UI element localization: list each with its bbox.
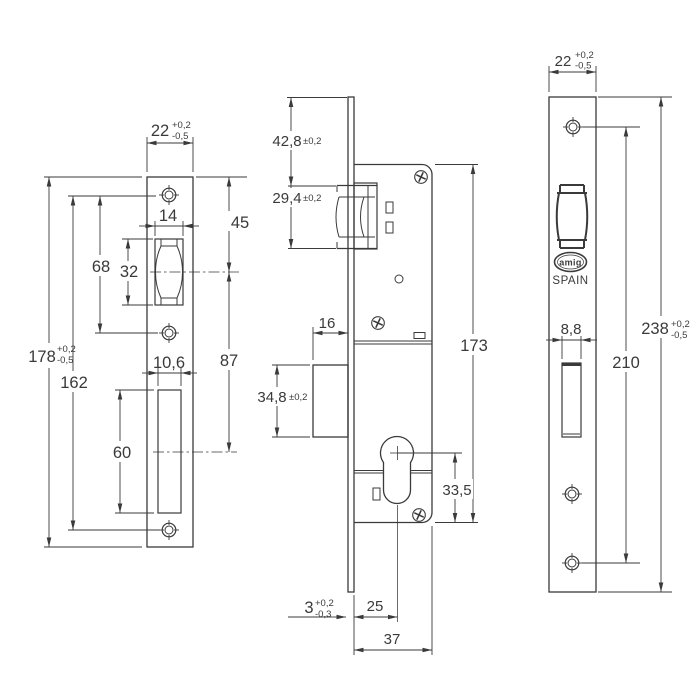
dim-tol-plus: +0,2 bbox=[172, 120, 191, 131]
lock-body-side-view: 42,8 ±0,2 29,4 ±0,2 16 173 34,8 bbox=[250, 96, 489, 655]
euro-cylinder bbox=[379, 435, 415, 505]
dim-label: 29,4 bbox=[272, 190, 301, 207]
dim-faceplate-height: 238 +0,2 -0,5 bbox=[598, 96, 695, 593]
dim-label: 14 bbox=[159, 207, 177, 225]
dim-label: 45 bbox=[231, 214, 249, 232]
dim-label: 68 bbox=[92, 258, 110, 276]
brand-logo: amig bbox=[553, 251, 588, 273]
dim-label: 173 bbox=[460, 337, 488, 355]
dim-label: 238 bbox=[641, 320, 669, 338]
slot-upper bbox=[385, 201, 394, 214]
dim-faceplate-width: 22 +0,2 -0,5 bbox=[548, 50, 597, 92]
body-screw-middle bbox=[370, 315, 386, 331]
deadbolt-opening bbox=[153, 389, 237, 514]
slot-lower bbox=[385, 221, 394, 234]
latch-bolt-front bbox=[555, 184, 589, 249]
dim-tol-plus: +0,2 bbox=[315, 598, 334, 609]
dim-label: 33,5 bbox=[442, 482, 471, 499]
body-divider-lower bbox=[354, 470, 432, 474]
dim-backset: 25 bbox=[353, 505, 398, 655]
origin-text: SPAIN bbox=[552, 275, 588, 287]
dim-label: 178 bbox=[28, 348, 56, 366]
dim-tol-minus: -0,3 bbox=[315, 609, 331, 620]
screw-hole-top bbox=[158, 184, 180, 206]
dim-faceplate-thickness: 3 +0,2 -0,3 bbox=[288, 598, 346, 620]
dim-deadbolt-slot-width: 8,8 bbox=[546, 321, 597, 359]
latch-bolt-side bbox=[335, 182, 378, 250]
dim-label: 16 bbox=[319, 315, 336, 332]
dim-tol-minus: -0,5 bbox=[172, 131, 188, 142]
dim-label: 22 bbox=[555, 53, 572, 70]
dim-top-to-latch-center: 45 bbox=[196, 176, 254, 272]
dim-faceplate-screw-spacing: 210 bbox=[582, 126, 642, 564]
dim-label: 162 bbox=[60, 374, 88, 392]
dim-tol: ±0,2 bbox=[289, 392, 307, 403]
dim-top-to-latch: 42,8 ±0,2 bbox=[266, 97, 347, 187]
faceplate-screw-bottom bbox=[561, 552, 583, 574]
faceplate-screw-lower bbox=[561, 483, 583, 505]
screw-hole-bottom bbox=[158, 519, 180, 541]
dim-label: 32 bbox=[120, 263, 138, 281]
body-screw-bottom bbox=[411, 507, 427, 523]
dim-tol-minus: -0,5 bbox=[575, 61, 591, 72]
dim-plate-height: 178 +0,2 -0,5 bbox=[26, 176, 142, 548]
dim-tol-minus: -0,5 bbox=[57, 355, 73, 366]
body-screw-top bbox=[413, 169, 429, 185]
dim-label: 210 bbox=[612, 354, 640, 372]
dim-plate-width: 22 +0,2 -0,5 bbox=[146, 120, 194, 172]
dim-label: 42,8 bbox=[272, 133, 301, 150]
dim-upper-screw-spacing: 68 bbox=[68, 195, 158, 334]
dim-tol-plus: +0,2 bbox=[57, 344, 76, 355]
dim-latch-opening-height: 32 bbox=[116, 238, 153, 306]
dim-label: 87 bbox=[220, 352, 238, 370]
dim-screw-spacing: 162 bbox=[58, 196, 160, 531]
cylinder-fix-slot bbox=[372, 487, 381, 501]
dim-deadbolt-throw: 16 bbox=[312, 315, 348, 360]
dim-body-height: 173 bbox=[435, 164, 489, 523]
deadbolt-side bbox=[312, 364, 349, 438]
dim-label: 22 bbox=[151, 122, 169, 140]
deadbolt-slot bbox=[561, 362, 582, 438]
dim-body-depth: 37 bbox=[354, 526, 433, 655]
dim-label: 34,8 bbox=[257, 389, 286, 406]
dim-label: 60 bbox=[113, 444, 131, 462]
dim-tol-minus: -0,5 bbox=[671, 330, 687, 341]
spindle-hole bbox=[394, 274, 404, 284]
dim-tol: ±0,2 bbox=[303, 193, 321, 204]
faceplate-screw-top bbox=[562, 116, 584, 138]
dim-deadbolt-opening-width: 10,6 bbox=[142, 354, 197, 386]
dim-label: 8,8 bbox=[561, 321, 582, 338]
screw-hole-middle bbox=[158, 322, 180, 344]
strike-plate-outline bbox=[146, 176, 194, 548]
dim-label: 37 bbox=[384, 631, 401, 648]
dim-tol-plus: +0,2 bbox=[671, 319, 690, 330]
faceplate-front-view: amig SPAIN 22 +0,2 -0,5 8,8 bbox=[546, 50, 695, 593]
dim-deadbolt-height: 34,8 ±0,2 bbox=[250, 364, 310, 438]
tab-rect bbox=[413, 332, 426, 339]
faceplate-edge bbox=[347, 96, 355, 593]
dim-cylinder-to-bottom: 33,5 bbox=[397, 452, 473, 523]
dim-label: 3 bbox=[304, 599, 313, 617]
dim-latch-height: 29,4 ±0,2 bbox=[266, 186, 336, 249]
dim-label: 25 bbox=[367, 598, 384, 615]
dim-latch-opening-width: 14 bbox=[139, 207, 199, 236]
dim-tol: ±0,2 bbox=[303, 136, 321, 147]
dim-latch-to-deadbolt-center: 87 bbox=[215, 272, 242, 452]
latch-opening bbox=[150, 238, 240, 306]
dim-deadbolt-opening-height: 60 bbox=[108, 389, 154, 514]
dim-tol-plus: +0,2 bbox=[575, 50, 594, 61]
faceplate-outline bbox=[548, 96, 597, 593]
body-divider-upper bbox=[354, 340, 432, 345]
strike-plate-front-view: 22 +0,2 -0,5 14 45 68 bbox=[26, 120, 254, 548]
dim-label: 10,6 bbox=[153, 354, 185, 372]
brand-text: amig bbox=[559, 258, 582, 268]
